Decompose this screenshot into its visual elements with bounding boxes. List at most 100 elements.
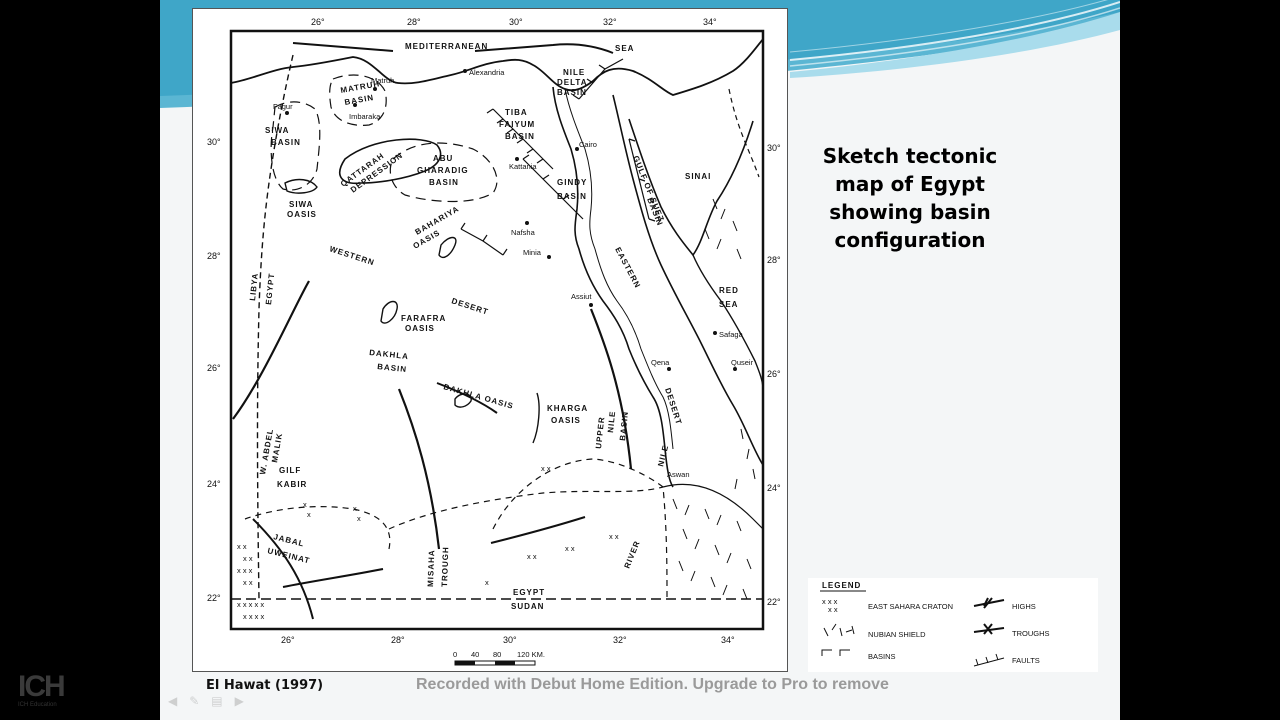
svg-text:x: x (303, 500, 307, 509)
label-gindy-basin: BASIN (557, 192, 587, 201)
label-nile-delta-1: NILE (563, 68, 585, 77)
label-sudan: SUDAN (511, 602, 544, 611)
sinai-border (728, 88, 760, 178)
svg-text:x x x x: x x x x (243, 612, 265, 621)
label-kharga: KHARGA (547, 404, 588, 413)
abu-gharadig-basin-outline (389, 142, 498, 203)
svg-text:x: x (307, 510, 311, 519)
scale-tick-80: 80 (493, 650, 501, 659)
siwa-basin-outline (270, 101, 321, 191)
svg-text:x: x (485, 578, 489, 587)
legend-faults: FAULTS (1012, 656, 1040, 665)
lat-tick-right-22: 22° (767, 597, 781, 607)
lon-tick-bottom-30: 30° (503, 635, 517, 645)
legend-craton: EAST SAHARA CRATON (868, 602, 953, 611)
slide-title-line-4: configuration (834, 228, 986, 252)
red-sea-west-coast (612, 94, 764, 466)
label-sea: SEA (615, 44, 634, 53)
label-faiyum: FAIYUM (499, 120, 535, 129)
label-matruh-basin: BASIN (344, 93, 375, 107)
legend-troughs: TROUGHS (1012, 629, 1050, 638)
svg-text:x x: x x (828, 605, 838, 614)
place-fagur: Fagur (273, 102, 293, 111)
svg-text:x x x: x x x (237, 566, 253, 575)
svg-text:x x: x x (243, 554, 253, 563)
river-nile-east-bank (564, 88, 674, 450)
place-cairo: Cairo (579, 140, 597, 149)
libya-egypt-border (256, 54, 294, 600)
lon-tick-bottom-28: 28° (391, 635, 405, 645)
label-gindy: GINDY (557, 178, 587, 187)
prev-slide-icon[interactable]: ◀ (168, 694, 178, 708)
slide-title-line-2: map of Egypt (835, 172, 985, 196)
label-farafra: FARAFRA (401, 314, 446, 323)
lon-tick-bottom-34: 34° (721, 635, 735, 645)
lat-tick-right-24: 24° (767, 483, 781, 493)
lon-tick-top-34: 34° (703, 17, 717, 27)
lat-tick-left-30: 30° (207, 137, 221, 147)
misaha-trough-axis (397, 388, 441, 550)
label-river: RIVER (623, 539, 642, 570)
scale-bar: 0 40 80 120 KM. (453, 650, 545, 666)
label-siwa: SIWA (265, 126, 289, 135)
label-libya: LIBYA (248, 272, 260, 301)
label-dakhla-oasis: DAKHLA OASIS (442, 382, 514, 411)
menu-icon[interactable]: ▤ (211, 694, 223, 708)
uweinat-high-south (282, 568, 384, 588)
next-slide-icon[interactable]: ▶ (234, 694, 244, 708)
legend-title: LEGEND (822, 581, 861, 590)
place-safaga: Safaga (719, 330, 744, 339)
slide-nav-controls[interactable]: ◀ ✎ ▤ ▶ (168, 694, 244, 708)
label-nile-delta-3: BASIN (557, 88, 587, 97)
place-imbaraka: Imbaraka (349, 112, 381, 121)
label-red: RED (719, 286, 739, 295)
label-abu-gharadig-basin: BASIN (429, 178, 459, 187)
scale-tick-120: 120 KM. (517, 650, 545, 659)
place-qena: Qena (651, 358, 670, 367)
dakhla-basin-axis (436, 382, 498, 414)
lon-tick-top-26: 26° (311, 17, 325, 27)
label-dakhla-basin: BASIN (377, 362, 408, 374)
siwa-oasis-outline (284, 178, 318, 194)
slide-title-line-3: showing basin (829, 200, 991, 224)
uweinat-high-outline (492, 458, 668, 600)
label-mediterranean: MEDITERRANEAN (405, 42, 488, 51)
svg-text:x: x (357, 514, 361, 523)
svg-text:x: x (353, 504, 357, 513)
lon-tick-top-28: 28° (407, 17, 421, 27)
label-eastern: EASTERN (613, 246, 642, 290)
matruh-basin-outline (329, 74, 387, 126)
label-dakhla: DAKHLA (369, 348, 410, 361)
label-siwa-oasis-1: SIWA (289, 200, 313, 209)
nubian-shield-limit (662, 483, 764, 530)
label-sinai: SINAI (685, 172, 711, 181)
place-matruh: Matruh (371, 76, 394, 85)
label-upper-nile: NILE (606, 410, 617, 433)
label-upper-nile-basin: BASIN (618, 411, 630, 442)
svg-text:x x: x x (237, 542, 247, 551)
lat-tick-left-28: 28° (207, 251, 221, 261)
slide-title: Sketch tectonic map of Egypt showing bas… (800, 142, 1020, 254)
bahariya-oasis-outline (438, 236, 457, 259)
label-gilf: GILF (279, 466, 301, 475)
lat-tick-right-26: 26° (767, 369, 781, 379)
right-letterbox (1120, 0, 1280, 720)
place-kattania: Kattania (509, 162, 537, 171)
label-farafra-oasis: OASIS (405, 324, 435, 333)
pen-icon[interactable]: ✎ (189, 694, 200, 708)
label-tiba: TIBA (505, 108, 528, 117)
place-assiut: Assiut (571, 292, 592, 301)
legend-highs: HIGHS (1012, 602, 1036, 611)
qattara-depression-outline (339, 138, 442, 185)
gilf-kabir-outline (244, 506, 391, 550)
high-axis-west (232, 280, 310, 420)
svg-text:x x: x x (609, 532, 619, 541)
label-nile: NILE (656, 444, 670, 468)
lat-tick-right-28: 28° (767, 255, 781, 265)
place-aswan: Aswan (667, 470, 690, 479)
label-misaha: MISAHA (426, 549, 436, 587)
